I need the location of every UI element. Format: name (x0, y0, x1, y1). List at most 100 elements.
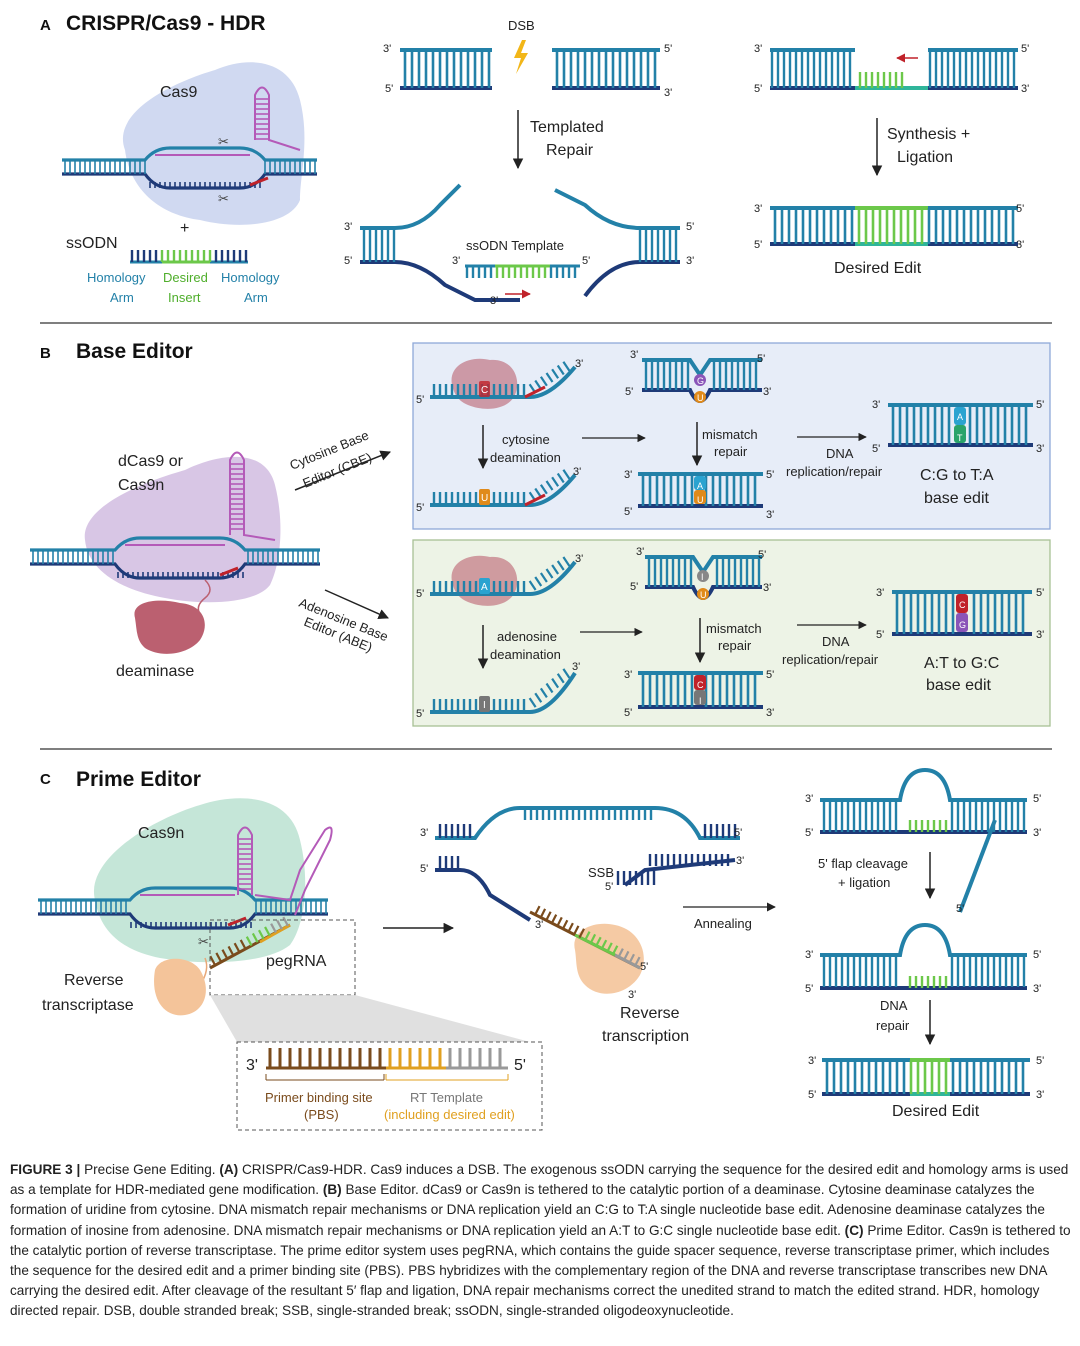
desired-edit-label-a: Desired Edit (834, 260, 922, 277)
base-t-label: T (957, 433, 963, 443)
flap-cleavage-label-2: + ligation (838, 875, 890, 890)
base-tick (539, 376, 548, 387)
caption-b-label: (B) (322, 1182, 342, 1198)
desired-edit-dna-c (822, 1058, 1030, 1096)
nucleotide-tick (209, 955, 216, 966)
end-label: 3' (754, 43, 762, 55)
abe-final-dna (892, 590, 1032, 636)
end-label: 5' (416, 588, 424, 600)
nucleotide-tick (545, 911, 552, 922)
nicked-dna (435, 806, 740, 922)
flap-cleavage-label: 5' flap cleavage (818, 856, 908, 871)
dcas9-label: dCas9 or (118, 453, 184, 470)
pegrna-zoom-box (209, 919, 356, 996)
reverse-transcriptase-blob (154, 958, 206, 1016)
end-label: 5' (1021, 43, 1029, 55)
base-tick (562, 469, 571, 480)
base-tick (556, 364, 565, 376)
end-label: 5' (605, 881, 613, 893)
nick-site-red-c (227, 916, 247, 927)
base-tick (528, 697, 537, 708)
cg-ta-label: C:G to T:A (920, 467, 994, 484)
guide-rna-stem-b (230, 463, 244, 530)
resected-dna-left (360, 183, 520, 302)
base-tick (539, 484, 548, 495)
end-label: 3' (420, 827, 428, 839)
dcas9-protein-blob (84, 456, 281, 603)
panel-c-letter: C (40, 771, 51, 788)
nucleotide-tick (617, 948, 624, 958)
homology-arm-right-label: Homology (221, 270, 280, 285)
pegrna-stem (238, 838, 252, 890)
end-label: 3' (575, 553, 583, 565)
nucleotide-tick (572, 925, 580, 936)
dna-replication-label: DNA (826, 446, 854, 461)
end-label: 3' (808, 1055, 816, 1067)
rt-template-strand (259, 923, 291, 944)
cbe-mismatch-dna: G U (642, 358, 762, 403)
dna-replication-label: DNA (822, 634, 850, 649)
cbe-arrow (294, 450, 391, 491)
end-label: 3' (766, 509, 774, 521)
homology-arm-right-label-2: Arm (244, 290, 268, 305)
caption-a-label: (A) (219, 1162, 239, 1177)
end-label: 5' (1036, 1055, 1044, 1067)
dna-replication-label-2: replication/repair (782, 652, 879, 667)
base-i-label: I (699, 696, 702, 706)
base-tick (534, 576, 543, 587)
cytosine-deamination-label: cytosine (502, 432, 550, 447)
figure-canvas: A CRISPR/Cas9 - HDR Cas9 ✂ ✂ + ssODN Hom… (30, 12, 1052, 1131)
nucleotide-tick (622, 950, 630, 961)
end-label: 5' (385, 83, 393, 95)
mismatch-repair-label-2: repair (714, 444, 748, 459)
adenosine-deamination-label-2: deamination (490, 647, 561, 662)
end-label: 5' (805, 827, 813, 839)
base-tick (562, 556, 571, 567)
rt-template-label-2: (including desired edit) (384, 1107, 515, 1122)
end-label: 5' (808, 1089, 816, 1101)
base-tick (545, 480, 554, 491)
end-label: 3' (664, 87, 672, 99)
panel-a-title: CRISPR/Cas9 - HDR (66, 12, 266, 35)
linker (197, 579, 211, 615)
nucleotide-tick (539, 908, 547, 919)
end-label: 3' (1036, 629, 1044, 641)
end-label: 5' (956, 903, 964, 915)
base-editor-complex: dCas9 or Cas9n deaminase (30, 451, 320, 680)
end-label: 3' (1033, 827, 1041, 839)
ssodn-label: ssODN (66, 235, 118, 252)
templated-repair-label: Templated (530, 119, 604, 136)
end-label: 3' (624, 469, 632, 481)
zoom-projection (210, 995, 530, 1042)
ssodn-template-label: ssODN Template (466, 238, 564, 253)
synthesis-dna (770, 48, 1018, 90)
cbe-step-1: C 5' 3' (416, 358, 583, 409)
end-label: 3' (763, 582, 771, 594)
scissors-icon: ✂ (218, 191, 229, 206)
end-label: 5' (754, 83, 762, 95)
dna-top-strand (62, 146, 317, 162)
prime-editor-complex: Cas9n ✂ Reverse transcriptase (38, 798, 333, 1016)
cut-site-red (249, 176, 269, 187)
end-label: 3' (535, 919, 543, 931)
nucleotide-tick (270, 923, 277, 934)
end-label: 5' (416, 502, 424, 514)
scissors-icon: ✂ (198, 934, 209, 949)
dna-bottom-strand (38, 912, 328, 930)
base-g-label: G (697, 376, 704, 386)
cas9-label: Cas9 (160, 84, 197, 101)
rt-extension (529, 905, 644, 994)
at-gc-label: A:T to G:C (924, 655, 999, 672)
base-c-label: C (697, 680, 704, 690)
base-a-label: A (957, 412, 963, 422)
end-label: 5' (876, 629, 884, 641)
nucleotide-tick (595, 936, 602, 947)
nucleotide-tick (550, 914, 558, 924)
panel-a-letter: A (40, 17, 51, 34)
end-label: 3' (754, 203, 762, 215)
base-c-label: C (481, 385, 488, 396)
pegrna-detail-strand (265, 1048, 509, 1081)
base-tick (562, 668, 571, 679)
flap-dna (820, 767, 1027, 913)
nucleotide-tick (251, 932, 259, 943)
